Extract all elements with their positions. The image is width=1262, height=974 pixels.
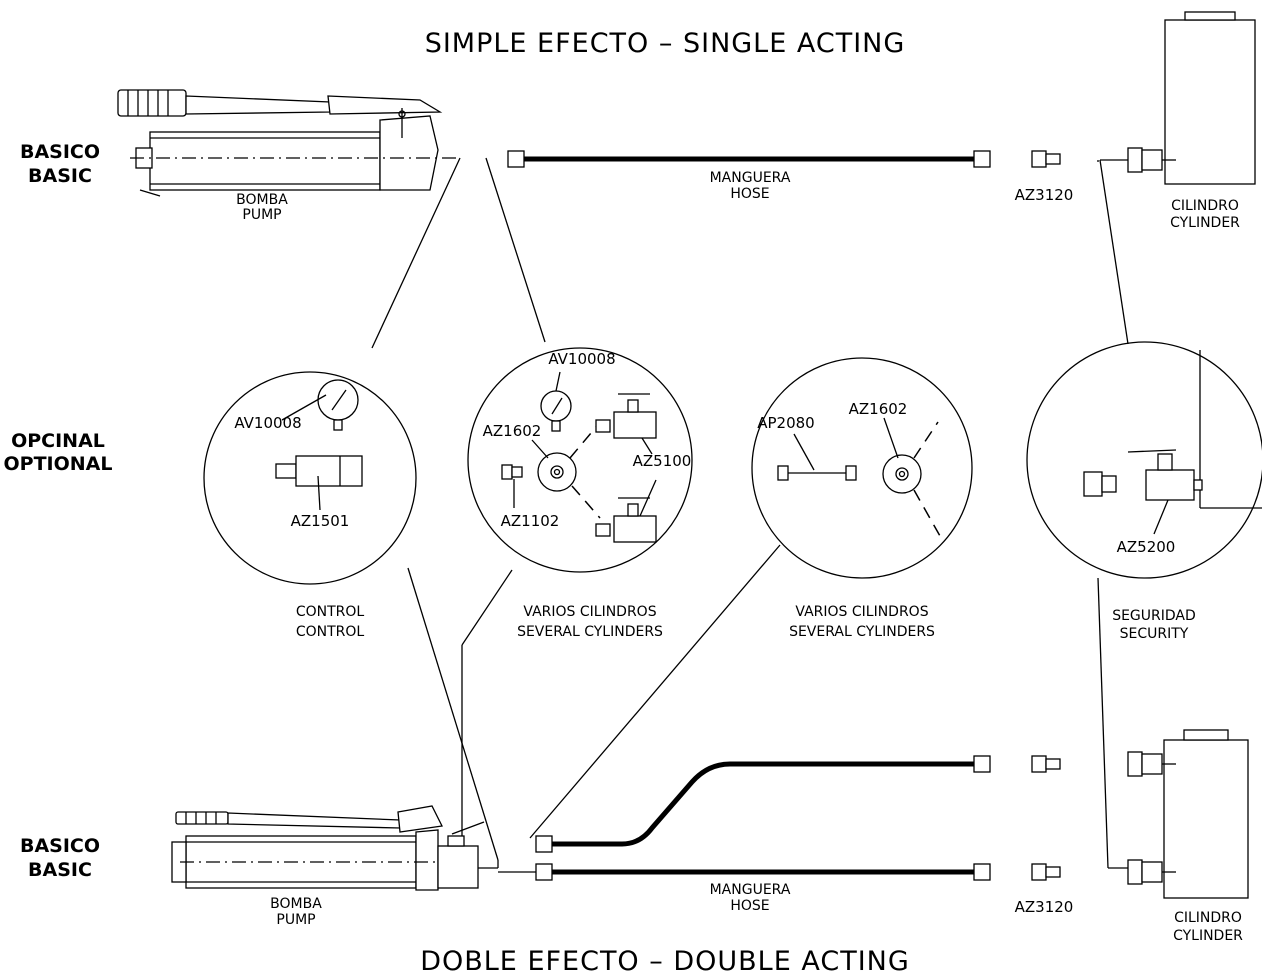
circle-control bbox=[203, 371, 417, 585]
cylinder-top-label-en: CYLINDER bbox=[1170, 215, 1240, 231]
code-az1102: AZ1102 bbox=[501, 512, 560, 530]
manifold-az1602-a bbox=[531, 419, 603, 519]
code-az3120-bottom: AZ3120 bbox=[1015, 898, 1074, 916]
gauge-av10008-control bbox=[281, 379, 359, 431]
code-av10008-manifold: AV10008 bbox=[548, 350, 615, 368]
row-label-es: BASICO bbox=[20, 835, 100, 857]
coupler-az3120-top bbox=[1031, 150, 1061, 168]
coupler-az3120-bottom-upper bbox=[1031, 755, 1061, 773]
code-az5200: AZ5200 bbox=[1117, 538, 1176, 556]
valve-az1501 bbox=[275, 455, 363, 511]
circle-manifold-label-es: VARIOS CILINDROS bbox=[523, 604, 656, 620]
pump-single-acting bbox=[117, 89, 460, 197]
connector-lines bbox=[371, 157, 1129, 869]
circle-several-cylinders-tee bbox=[751, 357, 973, 579]
row-label-optional: OPCINAL OPTIONAL bbox=[4, 430, 113, 475]
circle-manifold-label-en: SEVERAL CYLINDERS bbox=[517, 624, 663, 640]
code-az1602-tee: AZ1602 bbox=[849, 400, 908, 418]
cylinder-bottom-label-en: CYLINDER bbox=[1173, 928, 1243, 944]
hose-double-acting-upper bbox=[535, 755, 991, 853]
hose-top-label-es: MANGUERA bbox=[710, 170, 791, 186]
hose-bottom-label-es: MANGUERA bbox=[710, 882, 791, 898]
valve-az5100-upper bbox=[595, 393, 657, 455]
code-ap2080: AP2080 bbox=[757, 414, 814, 432]
row-label-basic-bottom: BASICO BASIC bbox=[20, 835, 100, 881]
circle-security-label-en: SECURITY bbox=[1120, 626, 1189, 642]
cylinder-top-label-es: CILINDRO bbox=[1171, 198, 1239, 214]
pump-bottom-label-en: PUMP bbox=[276, 912, 315, 928]
circle-control-label-es: CONTROL bbox=[296, 604, 365, 620]
circle-control-label-en: CONTROL bbox=[296, 624, 365, 640]
row-label-en: BASIC bbox=[28, 859, 92, 881]
hose-bottom-label-en: HOSE bbox=[730, 898, 769, 914]
hose-single-acting bbox=[507, 150, 991, 168]
circle-tee-label-en: SEVERAL CYLINDERS bbox=[789, 624, 935, 640]
circle-security bbox=[1026, 341, 1262, 579]
row-label-en: OPTIONAL bbox=[4, 453, 113, 475]
coupler-az3120-bottom-lower bbox=[1031, 863, 1061, 881]
circle-several-cylinders-manifold bbox=[467, 347, 693, 573]
title-single-acting: SIMPLE EFECTO – SINGLE ACTING bbox=[425, 28, 906, 59]
security-assembly bbox=[1083, 350, 1262, 535]
pump-top-label-en: PUMP bbox=[242, 207, 281, 223]
code-az1602-manifold: AZ1602 bbox=[483, 422, 542, 440]
pump-double-acting bbox=[171, 805, 499, 891]
code-av10008-control: AV10008 bbox=[234, 414, 301, 432]
manifold-az1602-b bbox=[882, 417, 941, 537]
hose-top-label-en: HOSE bbox=[730, 186, 769, 202]
pump-bottom-label-es: BOMBA bbox=[270, 896, 322, 912]
hose-double-acting-lower bbox=[535, 863, 991, 881]
circle-security-label-es: SEGURIDAD bbox=[1112, 608, 1196, 624]
row-label-es: OPCINAL bbox=[11, 430, 105, 452]
row-label-en: BASIC bbox=[28, 165, 92, 187]
valve-az5100-lower bbox=[595, 479, 657, 543]
circle-tee-label-es: VARIOS CILINDROS bbox=[795, 604, 928, 620]
pump-top-label-es: BOMBA bbox=[236, 192, 288, 208]
title-double-acting: DOBLE EFECTO – DOUBLE ACTING bbox=[420, 946, 910, 974]
cylinder-double-acting bbox=[1127, 729, 1249, 899]
hose-ap2080 bbox=[777, 433, 857, 481]
row-label-es: BASICO bbox=[20, 141, 100, 163]
cylinder-bottom-label-es: CILINDRO bbox=[1174, 910, 1242, 926]
code-az1501: AZ1501 bbox=[291, 512, 350, 530]
code-az3120-top: AZ3120 bbox=[1015, 186, 1074, 204]
code-az5100: AZ5100 bbox=[633, 452, 692, 470]
row-label-basic-top: BASICO BASIC bbox=[20, 141, 100, 187]
cylinder-single-acting bbox=[1100, 11, 1256, 185]
coupler-az1102 bbox=[501, 464, 523, 508]
gauge-av10008-manifold bbox=[540, 371, 572, 432]
